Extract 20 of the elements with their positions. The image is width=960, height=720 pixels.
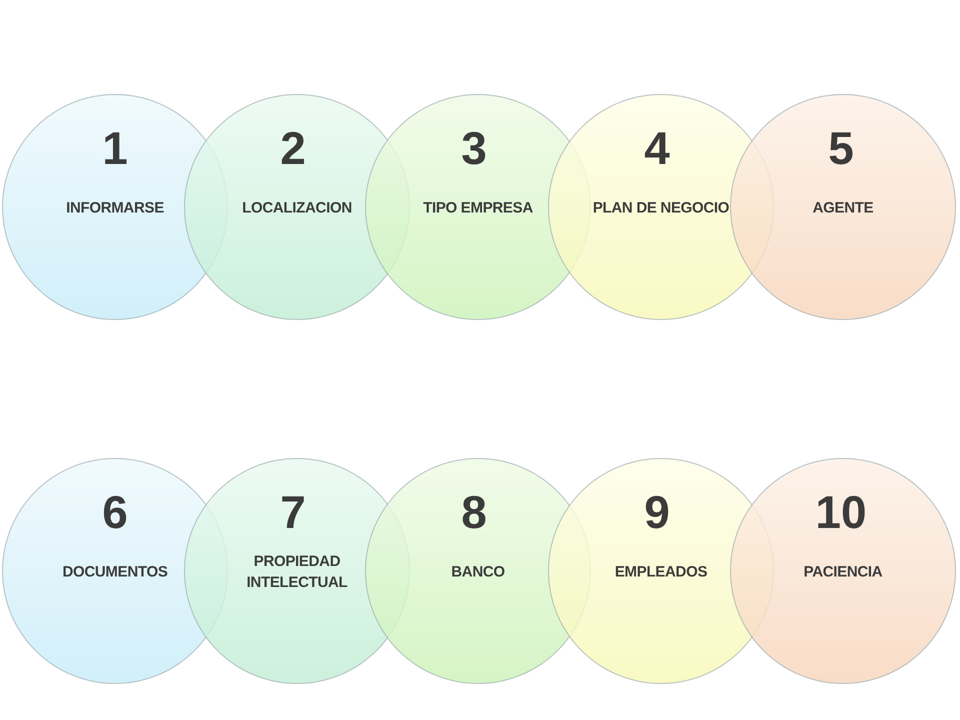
step-label: AGENTE xyxy=(812,198,874,218)
step-label: DOCUMENTOS xyxy=(61,562,169,582)
step-number: 4 xyxy=(644,125,670,171)
step-label: INFORMARSE xyxy=(65,198,165,218)
step-number: 6 xyxy=(102,489,128,535)
step-number: 10 xyxy=(815,489,867,535)
step-number: 3 xyxy=(461,125,487,171)
step-number: 5 xyxy=(828,125,854,171)
step-number: 9 xyxy=(644,489,670,535)
step-label: PACIENCIA xyxy=(802,562,884,582)
step-label: PLAN DE NEGOCIO xyxy=(592,198,730,218)
step-label: PROPIEDAD INTELECTUAL xyxy=(246,552,348,593)
step-label: TIPO EMPRESA xyxy=(422,198,534,218)
step-number: 1 xyxy=(102,125,128,171)
step-label: EMPLEADOS xyxy=(614,562,708,582)
step-label: BANCO xyxy=(450,562,506,582)
step-label: LOCALIZACION xyxy=(241,198,353,218)
step-number: 2 xyxy=(280,125,306,171)
step-number: 8 xyxy=(461,489,487,535)
step-number: 7 xyxy=(280,489,306,535)
